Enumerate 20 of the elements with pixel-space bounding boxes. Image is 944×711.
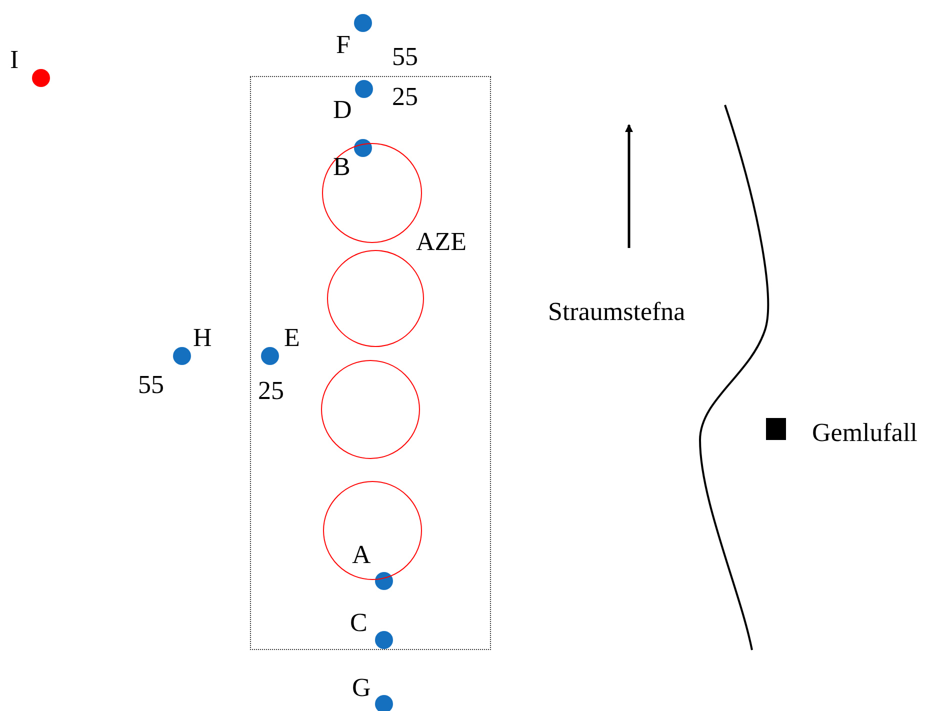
distance-label: 25 (392, 82, 418, 112)
boundary-box (250, 76, 491, 650)
area-label: AZE (416, 227, 467, 257)
flow-label: Straumstefna (548, 297, 686, 327)
point-label: E (284, 323, 300, 353)
point-label: C (350, 608, 368, 638)
point-label: I (10, 45, 19, 75)
point-label: F (336, 30, 350, 60)
distance-label: 55 (138, 370, 164, 400)
ring-outline (321, 360, 420, 459)
point-label: G (352, 673, 371, 703)
point-label: H (193, 323, 212, 353)
ring-outline (323, 481, 422, 580)
point-label: B (333, 152, 350, 182)
place-label: Gemlufall (812, 418, 918, 448)
point-label: A (352, 540, 371, 570)
distance-label: 55 (392, 42, 418, 72)
ring-outline (327, 250, 424, 347)
point-label: D (333, 95, 352, 125)
distance-label: 25 (258, 376, 284, 406)
